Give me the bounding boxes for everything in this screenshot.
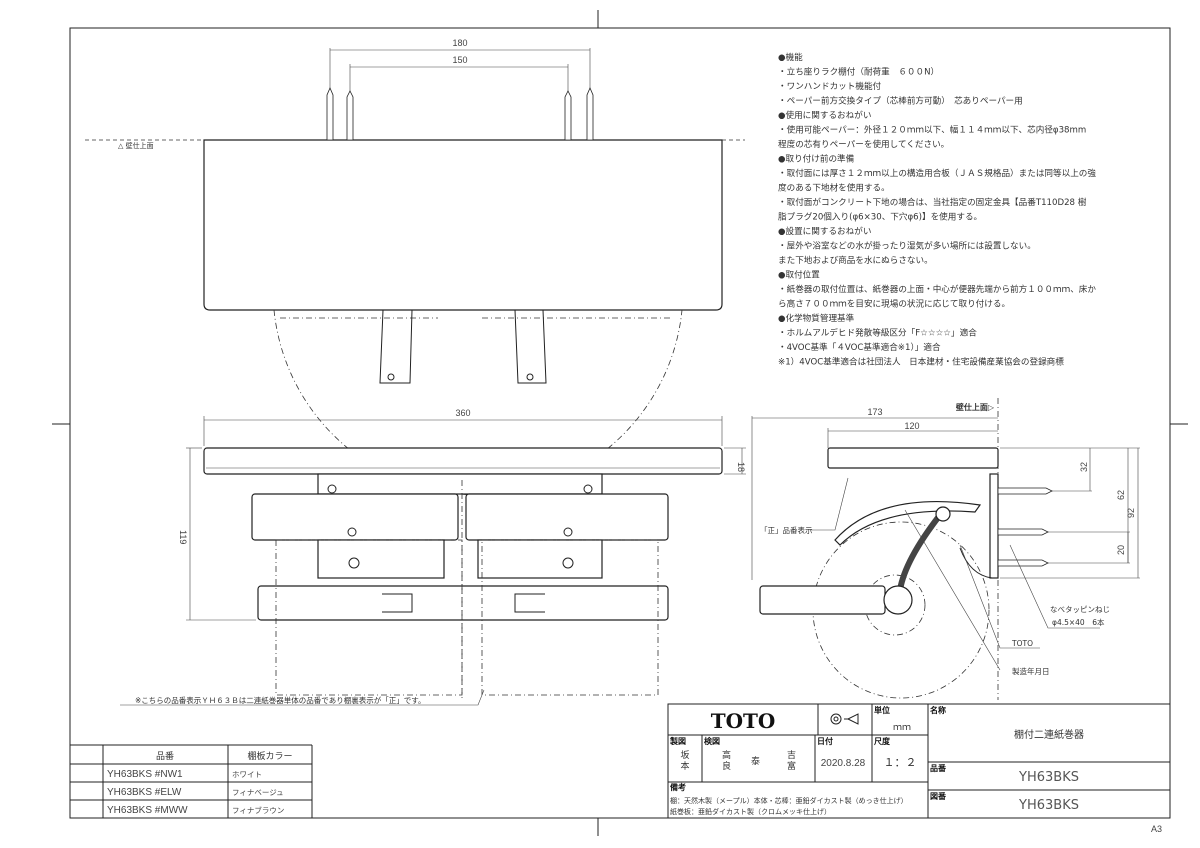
drawing-label: 図番: [930, 791, 947, 801]
top-view: △ 壁仕上面 180 150: [85, 38, 745, 496]
bracket-right: [514, 309, 547, 384]
note-line: ●取り付け前の準備: [778, 153, 855, 165]
note-line: ●取付位置: [778, 269, 820, 281]
cutter-plate: [834, 500, 982, 546]
screws-top: [326, 86, 594, 141]
drawing-border: [69, 27, 1171, 819]
screws-side: [997, 487, 1053, 567]
note-line: ・4VOC基準「４VOC基準適合※1）」適合: [778, 341, 941, 353]
shelf-front: [203, 447, 723, 475]
drawn-by: 坂: [680, 750, 689, 761]
projection-symbol-icon: [830, 713, 859, 725]
checked-by: 泰: [751, 755, 760, 767]
note-line: ら高さ７００ｍｍを目安に現場の状況に応じて取り付ける。: [778, 298, 1010, 310]
part-number: YH63BKS: [1018, 770, 1079, 785]
sho-label: 「正」品番表示: [760, 525, 813, 535]
color-cell: フィナブラウン: [232, 805, 284, 815]
date-label: 製造年月日: [1012, 666, 1050, 676]
dim-360: 360: [455, 408, 470, 418]
name-label: 名称: [930, 705, 946, 715]
wall-surface-label-side: 壁仕上面▷: [956, 402, 995, 412]
shelf-side: [827, 447, 999, 469]
parts-table: 品番 棚板カラー YH63BKS #NW1 ホワイト YH63BKS #ELW フィナ…: [70, 744, 313, 818]
checked-label: 検図: [704, 736, 720, 746]
scale-value: １：２: [884, 756, 917, 769]
drawing-number: YH63BKS: [1018, 798, 1079, 813]
note-line: ●化学物質管理基準: [778, 312, 855, 324]
holder-left: [251, 493, 459, 541]
date-value: 2020.8.28: [821, 758, 866, 769]
remarks-label: 備考: [670, 782, 686, 792]
dim-173: 173: [867, 407, 882, 417]
holder-right: [465, 493, 669, 541]
note-line: ・立ち座りラク棚付（耐荷重 ６００N）: [778, 66, 939, 78]
remarks-line: 紙巻板：亜鉛ダイカスト製（クロムメッキ仕上げ）: [670, 807, 831, 816]
checked-by: 吉: [787, 750, 796, 761]
notes: ●機能・立ち座りラク棚付（耐荷重 ６００N） ・ワンハンドカット機能付・ペーパー前…: [778, 51, 1096, 368]
dim-120: 120: [904, 421, 919, 431]
dim-62: 62: [1116, 490, 1126, 500]
note-line: ・ワンハンドカット機能付: [778, 80, 882, 92]
date-label: 日付: [817, 736, 833, 746]
note-line: 度のある下地材を使用する。: [778, 182, 890, 194]
dim-119: 119: [178, 530, 188, 544]
note-line: 程度の芯有りペーパーを使用してください。: [778, 138, 949, 150]
part-label: 品番: [930, 763, 947, 773]
note-line: ・紙巻器の取付位置は、紙巻器の上面・中心が便器先端から前方１００ｍｍ、床か: [778, 283, 1096, 295]
note-line: 脂プラグ20個入り(φ6×30、下穴φ6)】を使用する。: [778, 211, 982, 223]
toto-logo: TOTO: [711, 709, 776, 733]
dim-150: 150: [452, 55, 467, 65]
checked-by: 高: [722, 749, 731, 761]
color-cell: フィナベージュ: [232, 788, 284, 797]
drawn-by: 本: [680, 760, 689, 772]
center-marks: [52, 10, 1188, 836]
note-line: ・使用可能ペーパー：外径１２０ｍｍ以下、幅１１４ｍｍ以下、芯内径φ38mm: [778, 124, 1086, 136]
part-number-cell: YH63BKS #MWW: [107, 805, 188, 816]
header-part: 品番: [156, 750, 174, 762]
screw-name: なべタッピンねじ: [1050, 605, 1110, 614]
note-line: ※1）4VOC基準適合は社団法人 日本建材・住宅設備産業協会の登録商標: [778, 356, 1064, 368]
bracket-left: [379, 309, 413, 384]
screw-spec: φ4.5×40 6本: [1052, 617, 1105, 627]
note-line: ・屋外や浴室などの水が掛ったり湿気が多い場所には設置しない。: [778, 240, 1036, 252]
unit-label: 単位: [874, 705, 890, 715]
paper-bar: [257, 585, 669, 621]
shelf-top: [203, 139, 723, 311]
remarks-line: 棚：天然木製（メープル）本体・芯棒：亜鉛ダイカスト製（めっき仕上げ）: [670, 796, 908, 805]
note-line: ●使用に関するおねがい: [778, 109, 871, 121]
part-number-cell: YH63BKS #ELW: [107, 787, 182, 798]
note-line: ・取付面がコンクリート下地の場合は、当社指定の固定金具【品番T110D28 樹: [778, 196, 1087, 208]
front-note: ※こちらの品番表示ＹＨ６３Ｂは二連紙巻器単体の品番であり棚裏表示が「正」です。: [135, 695, 425, 705]
unit-value: ｍｍ: [893, 723, 911, 733]
dim-18: 18: [736, 462, 746, 472]
dim-180: 180: [452, 38, 467, 48]
note-line: ・取付面には厚さ１２ｍｍ以上の構造用合板（ＪＡＳ規格品）または同等以上の強: [778, 167, 1096, 179]
wall-surface-label: △ 壁仕上面: [118, 141, 154, 150]
header-color: 棚板カラー: [247, 750, 292, 762]
title-block: TOTO 単位 ｍｍ 名称 棚付二連紙巻器 製図 坂 本 検図 高 良 泰 吉 …: [667, 703, 1171, 819]
checked-by: 良: [722, 760, 731, 772]
note-line: ・ホルムアルデヒド発散等級区分「F☆☆☆☆」適合: [778, 327, 977, 339]
scale-label: 尺度: [874, 736, 891, 746]
dim-20: 20: [1116, 545, 1126, 555]
side-view: 壁仕上面▷ 173 120 32 62 92 20 「正」品番表示 なべタッピン…: [751, 398, 1140, 700]
note-line: ・ペーパー前方交換タイプ（芯棒前方可動） 芯ありペーパー用: [778, 95, 1023, 107]
product-name: 棚付二連紙巻器: [1014, 728, 1084, 741]
sheet-size: A3: [1151, 824, 1162, 834]
dim-92: 92: [1126, 508, 1136, 518]
dim-32: 32: [1079, 462, 1089, 472]
note-line: また下地および商品を水にぬらさない。: [778, 254, 933, 266]
toto-label: TOTO: [1011, 639, 1033, 648]
checked-by: 富: [787, 760, 796, 772]
note-line: ●機能: [778, 51, 803, 63]
part-number-cell: YH63BKS #NW1: [107, 769, 183, 780]
drawn-label: 製図: [669, 736, 686, 746]
color-cell: ホワイト: [232, 770, 262, 779]
front-view: 360 18 119 ※こちらの品番表示ＹＨ６３Ｂは二連紙巻器単体の品番であり棚…: [120, 408, 746, 706]
note-line: ●設置に関するおねがい: [778, 225, 871, 237]
